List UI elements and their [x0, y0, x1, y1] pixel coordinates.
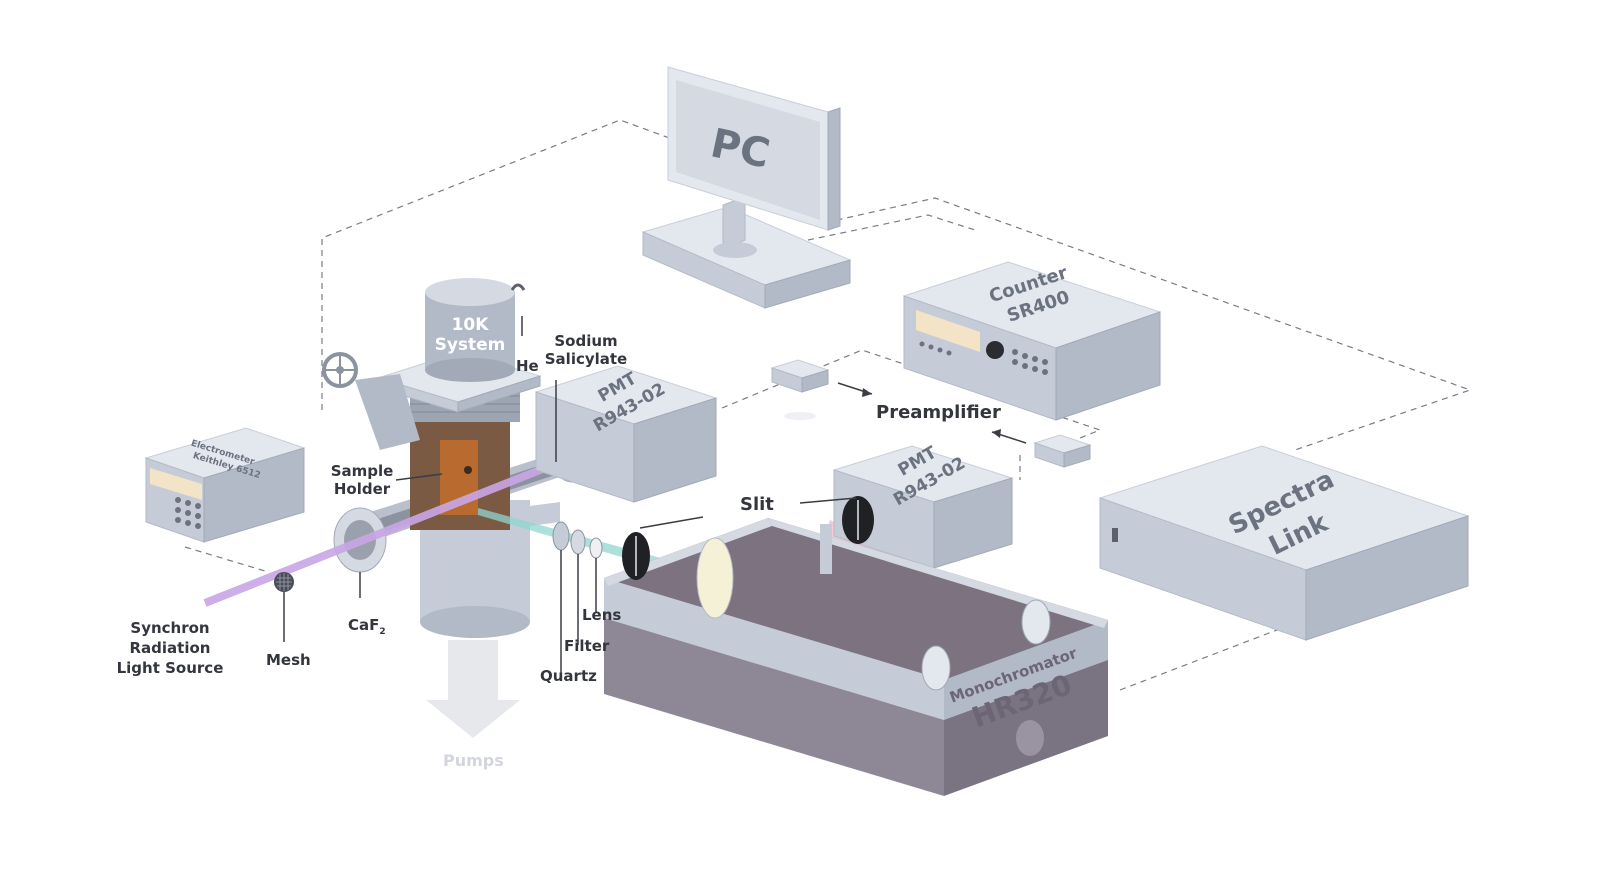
lens-element: [589, 537, 603, 559]
cable-pc-counter: [807, 214, 976, 241]
pc-monitor: PC: [641, 66, 852, 309]
pmt-lower: PMT R943-02: [832, 443, 1014, 569]
mono-grating: [696, 537, 734, 619]
mono-knob: [1016, 720, 1044, 756]
cryo-bracket: [355, 374, 420, 450]
uv-beam: [203, 464, 547, 607]
electrometer-keypad: [175, 497, 201, 529]
optics: [274, 521, 603, 592]
cryo-label-2: System: [435, 335, 506, 355]
preamp-arrow-left-head: [992, 429, 1001, 438]
counter-sr400: Counter SR400: [902, 261, 1162, 421]
spectralink-side: [1305, 515, 1469, 641]
pumps-arrow-shape: [426, 640, 520, 738]
quartz-label: Quartz: [540, 667, 597, 685]
preamp-arrow-right-head: [862, 388, 872, 397]
valve-wheel-icon: [322, 352, 358, 388]
monitor-stand-foot: [713, 242, 757, 258]
mono-right-rim: [768, 518, 1108, 628]
mesh-label: Mesh: [266, 651, 311, 669]
preamp2-side: [1063, 444, 1091, 468]
caf2-subscript: 2: [379, 627, 385, 637]
sample-line: [395, 473, 443, 481]
monitor-screen-inner: [676, 80, 820, 220]
pumps-arrow: [426, 640, 520, 738]
lens-label: Lens: [582, 606, 621, 624]
synchron-label-2: Radiation: [130, 639, 211, 657]
mono-mirror-right: [1021, 599, 1051, 645]
pmt-upper: PMT R943-02: [534, 365, 718, 503]
electrometer-display: [150, 468, 202, 500]
electrometer: Electrometer Keithley 6512: [144, 427, 306, 543]
sodium-label-1: Sodium: [554, 332, 617, 350]
monitor-base-right: [764, 259, 851, 309]
preamplifier-label: Preamplifier: [876, 402, 1001, 423]
sample-holder-label-1: Sample: [331, 462, 394, 480]
mesh-grid: [276, 573, 292, 591]
spectralink-port: [1112, 528, 1118, 542]
mono-right-upper: [944, 620, 1108, 720]
cryo-head-top: [425, 278, 515, 306]
quartz-window: [552, 521, 570, 551]
filter-label: Filter: [564, 637, 610, 655]
filter-element: [570, 529, 586, 555]
counter-side: [1055, 311, 1161, 421]
pmt1-side: [633, 397, 717, 503]
slit-label: Slit: [740, 494, 774, 515]
monitor-screen-edge: [827, 107, 841, 231]
counter-buttons: [919, 341, 1048, 375]
cryo-head-bottom: [425, 358, 515, 382]
preamp1-side: [801, 369, 829, 393]
caf2-main: CaF: [348, 616, 379, 634]
sample-holder-label-2: Holder: [334, 480, 391, 498]
counter-knob: [986, 341, 1004, 359]
chamber-lower-bottom: [420, 606, 530, 638]
electrometer-side: [203, 447, 305, 543]
mono-tower: [820, 524, 832, 574]
counter-display: [916, 310, 980, 352]
caf2-label: CaF2: [348, 616, 386, 637]
cryo-platform-right: [457, 375, 541, 413]
preamp1-shadow: [784, 412, 816, 420]
pmt2-side: [933, 477, 1013, 569]
sample-spot: [464, 466, 472, 474]
mono-mirror-front: [921, 645, 951, 691]
slit-line-left: [639, 516, 704, 529]
cable-spectralink-mono: [1119, 624, 1291, 691]
preamplifier-boxes: [770, 359, 1092, 468]
cryo-label-1: 10K: [452, 315, 490, 335]
he-label: He: [516, 357, 539, 375]
he-fitting-icon: [510, 283, 526, 291]
slit-line-right: [799, 497, 857, 504]
pumps-label: Pumps: [443, 751, 504, 770]
monochromator-hr320: Monochromator HR320: [604, 496, 1108, 796]
synchron-label-3: Light Source: [117, 659, 224, 677]
cable-electrometer-mesh: [184, 546, 266, 572]
cable-pc-spectralink: [814, 197, 1472, 451]
callout-lines: [283, 316, 857, 675]
mono-front-upper: [604, 578, 944, 720]
synchron-label-1: Synchron: [130, 619, 209, 637]
spectra-link: Spectra Link: [1098, 445, 1470, 641]
sodium-label-2: Salicylate: [545, 350, 628, 368]
